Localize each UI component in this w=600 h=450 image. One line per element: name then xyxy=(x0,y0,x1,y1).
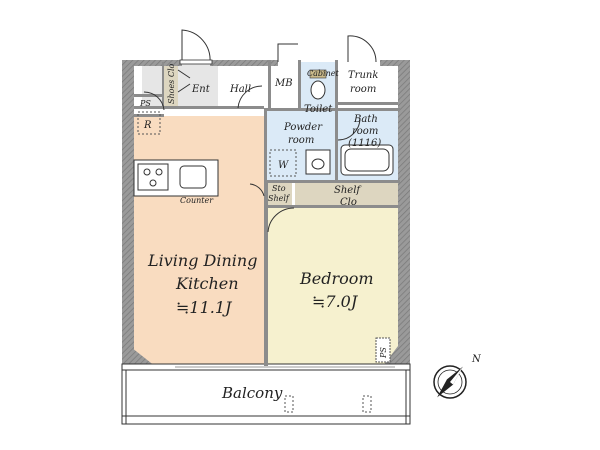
wall-trunk-bottom xyxy=(338,102,398,105)
wall-bath-left xyxy=(335,108,338,180)
outer-wall-left xyxy=(122,60,134,370)
ps-bottom-box xyxy=(375,337,391,363)
outer-wall-right xyxy=(398,60,410,370)
washer-space xyxy=(269,149,297,177)
door-entrance xyxy=(181,29,211,63)
wall-wet-top xyxy=(264,108,400,111)
entrance-floor xyxy=(142,62,218,108)
wall-wet-bottom xyxy=(264,180,400,183)
wall-ps-top xyxy=(134,94,164,97)
toilet-bowl xyxy=(310,80,326,100)
wall-ldk-bedroom-top xyxy=(264,182,268,206)
outer-wall-top-mid xyxy=(210,60,278,66)
label-entrance: Ent xyxy=(191,84,211,95)
label-balcony: Balcony xyxy=(221,384,283,402)
label-toilet: Toilet xyxy=(304,104,333,115)
door-bath xyxy=(337,117,361,141)
label-bath-3: (1116) xyxy=(348,138,381,149)
outer-wall-top-right xyxy=(380,60,410,66)
label-ps-bottom: PS xyxy=(379,347,388,359)
vanity xyxy=(305,149,331,175)
wall-ps-bottom xyxy=(134,114,164,117)
label-ldk-size: ≒11.1J xyxy=(176,298,233,317)
label-shelf-closet-1: Shelf xyxy=(334,185,362,196)
label-refrigerator: R xyxy=(143,120,152,131)
label-shelf-closet-2: Clo xyxy=(340,197,357,208)
label-ps-top: PS xyxy=(139,99,151,108)
door-ldk-hall xyxy=(249,183,265,197)
label-ldk-1: Living Dining xyxy=(147,251,257,270)
wall-toilet-right xyxy=(335,60,338,110)
trunk-room-floor xyxy=(340,62,384,104)
corner-wall-top-right xyxy=(398,66,410,96)
kitchen-sink xyxy=(179,165,207,189)
corner-wall-bottom-left xyxy=(122,340,160,370)
refrigerator-space xyxy=(137,111,161,135)
label-bedroom: Bedroom xyxy=(299,269,374,288)
outer-wall-top-left xyxy=(122,60,182,66)
wall-wet-left xyxy=(264,108,267,184)
label-north: N xyxy=(471,354,482,365)
door-ldk xyxy=(143,91,165,111)
bathtub xyxy=(340,144,394,176)
label-bath-1: Bath xyxy=(353,114,378,125)
door-shoe-closet xyxy=(177,69,191,93)
label-shoe-closet: Shoes Clo xyxy=(167,63,176,104)
label-washer: W xyxy=(278,160,289,171)
wall-shelf-bottom xyxy=(264,205,400,208)
label-bedroom-size: ≒7.0J xyxy=(312,292,359,311)
north-compass xyxy=(433,365,467,399)
hall-floor xyxy=(218,62,268,108)
label-counter: Counter xyxy=(180,196,214,205)
shoe-closet-floor xyxy=(164,64,178,106)
label-trunk-room-2: room xyxy=(350,84,376,95)
label-hall: Hall xyxy=(229,84,251,95)
wall-shoe-left xyxy=(162,62,164,108)
label-powder-1: Powder xyxy=(283,122,323,133)
label-trunk-room-1: Trunk xyxy=(348,70,378,81)
balcony-floor xyxy=(121,369,411,425)
label-cabinet: Cabinet xyxy=(307,69,339,78)
label-ldk-2: Kitchen xyxy=(175,274,239,293)
wall-entrance-bottom xyxy=(134,106,264,109)
shelf-closet-floor xyxy=(295,182,398,206)
door-toilet-window xyxy=(277,43,298,62)
wall-hall-mb xyxy=(268,60,271,110)
door-hall xyxy=(237,85,263,109)
ldk-floor xyxy=(132,116,266,366)
wall-toilet-left xyxy=(298,60,301,110)
wall-ldk-bedroom xyxy=(264,206,268,366)
label-storage-2: Shelf xyxy=(268,194,291,203)
label-mb: MB xyxy=(274,78,293,89)
label-bath-2: room xyxy=(352,126,378,137)
storage-shelf-floor xyxy=(266,182,292,206)
label-storage-1: Sto xyxy=(272,184,286,193)
label-powder-2: room xyxy=(288,135,314,146)
door-bedroom xyxy=(267,207,295,233)
door-trunk-room xyxy=(347,35,377,63)
